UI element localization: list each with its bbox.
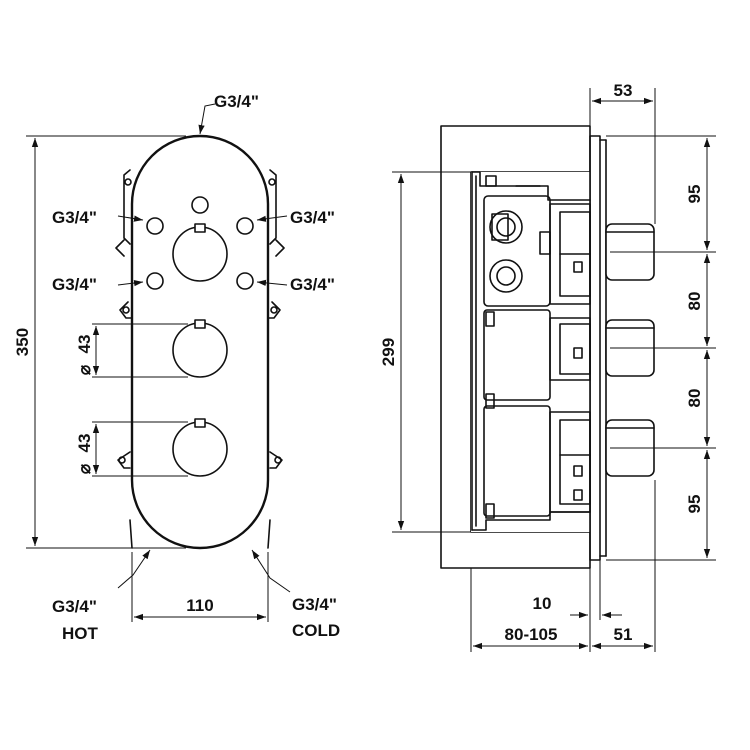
label-top-inlet: G3/4" [214,92,259,111]
label-53: 53 [614,81,633,100]
label-height-350: 350 [13,328,32,356]
dim-diameter-2 [92,421,188,477]
port-hole-upper-left [146,217,164,235]
label-hot: HOT [62,624,99,643]
mounting-brackets [115,169,285,549]
label-cold-size: G3/4" [292,595,337,614]
label-upper-right-outlet: G3/4" [290,208,335,227]
label-299: 299 [379,338,398,366]
front-view: G3/4" G3/4" G3/4" G3/4" G3/4" 350 ⌀ 43 ⌀… [13,92,340,643]
label-lower-left-outlet: G3/4" [52,275,97,294]
label-width-110: 110 [186,596,213,615]
port-hole-top [191,196,209,214]
dim-350 [26,135,186,549]
svg-text:43: 43 [75,335,94,354]
knob-flow [172,319,228,378]
label-80-105: 80-105 [505,625,558,644]
diameter-icon: ⌀ [75,463,94,474]
dim-299 [392,171,471,533]
dim-bottom [470,480,656,652]
dim-diameter-1 [92,323,188,378]
port-hole-upper-right [236,217,254,235]
knob-diverter [172,223,228,282]
valve-body [471,171,591,531]
label-95-top: 95 [685,185,704,204]
label-lower-right-outlet: G3/4" [290,275,335,294]
label-diameter-2: ⌀ 43 [75,434,94,475]
label-80-mid-2: 80 [685,389,704,408]
label-cold: COLD [292,621,340,640]
knob-thermostat [172,418,228,477]
label-upper-left-outlet: G3/4" [52,208,97,227]
side-view: 53 299 95 80 80 95 10 80-105 51 [379,81,716,652]
cover-plate [130,134,270,550]
label-95-bottom: 95 [685,495,704,514]
dim-53 [589,88,656,224]
svg-text:43: 43 [75,434,94,453]
label-51: 51 [614,625,633,644]
diameter-icon: ⌀ [75,364,94,375]
dim-chain-right [606,135,716,561]
port-holes [146,196,254,290]
port-hole-lower-right [236,272,254,290]
leader-lines [117,103,291,593]
label-80-mid-1: 80 [685,292,704,311]
label-diameter-1: ⌀ 43 [75,335,94,376]
port-hole-lower-left [146,272,164,290]
label-hot-size: G3/4" [52,597,97,616]
cover-plate-side [589,135,601,561]
dim-110 [131,552,269,622]
label-10: 10 [533,594,552,613]
